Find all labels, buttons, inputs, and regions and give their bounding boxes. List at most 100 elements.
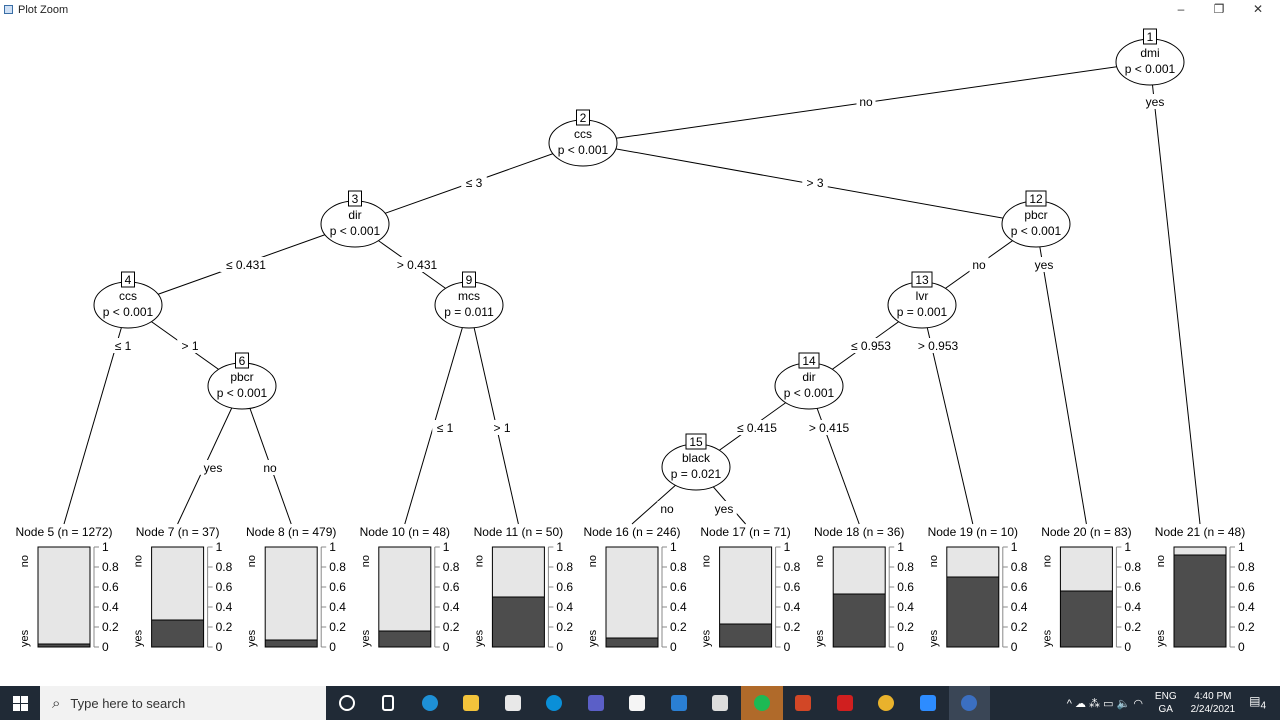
axis-tick-label: 0.8 — [102, 560, 119, 574]
edge-label-bg — [711, 501, 737, 516]
edge-label: > 1 — [493, 421, 510, 435]
axis-tick-label: 0 — [1011, 640, 1018, 654]
axis-tick-label: 0.2 — [443, 620, 460, 634]
edge-label: ≤ 1 — [115, 339, 132, 353]
edge-label: no — [263, 461, 277, 475]
terminal-label: Node 10 (n = 48) — [360, 525, 450, 539]
axis-tick-label: 0 — [670, 640, 677, 654]
axis-tick-label: 0.6 — [1238, 580, 1255, 594]
edge-label-bg — [845, 338, 897, 353]
edge-label-bg — [969, 257, 989, 272]
bar-yes — [38, 644, 90, 647]
bar-yes — [378, 631, 431, 647]
node-id: 4 — [125, 273, 132, 287]
axis-tick-label: 0.8 — [443, 560, 460, 574]
taskbar-app-powerpoint[interactable] — [783, 686, 825, 720]
taskbar-app-r[interactable] — [948, 686, 990, 720]
node-id: 13 — [915, 273, 929, 287]
notifications-button[interactable]: ▤4 — [1249, 694, 1266, 712]
axis-tick-label: 0.6 — [216, 580, 233, 594]
start-button[interactable] — [0, 686, 40, 720]
class-label-yes: yes — [1155, 629, 1167, 647]
search-input[interactable]: ⌕Type here to search — [40, 686, 326, 720]
taskbar-app-teams[interactable] — [575, 686, 617, 720]
mail-icon — [670, 695, 687, 711]
taskbar-app-acrobat[interactable] — [824, 686, 866, 720]
taskbar-app-cortana[interactable] — [326, 686, 368, 720]
bar-yes — [1174, 555, 1226, 647]
bar-frame — [1173, 546, 1227, 648]
tree-edge — [808, 385, 860, 525]
language-lang[interactable]: ENG — [1154, 691, 1177, 702]
axis-tick-label: 0.4 — [329, 600, 346, 614]
terminal-label: Node 18 (n = 36) — [814, 525, 904, 539]
node-p-value: p = 0.011 — [444, 305, 494, 319]
tree-edge — [1035, 223, 1087, 525]
edge-icon — [421, 695, 438, 711]
maximize-button[interactable]: ❐ — [1213, 2, 1225, 16]
bar-yes — [151, 620, 204, 647]
bar-frame — [37, 546, 91, 648]
node-variable: mcs — [458, 289, 480, 303]
edge-label: no — [859, 95, 873, 109]
class-label-yes: yes — [246, 629, 258, 647]
minimize-button[interactable]: – — [1177, 2, 1185, 16]
bar-no — [1174, 547, 1226, 555]
axis-tick-label: 0.8 — [784, 560, 801, 574]
edge-label: ≤ 0.953 — [851, 339, 891, 353]
taskbar-app-file-explorer[interactable] — [451, 686, 493, 720]
axis-tick-label: 0 — [329, 640, 336, 654]
edge-label-bg — [391, 257, 443, 272]
terminal-label: Node 20 (n = 83) — [1041, 525, 1131, 539]
axis-tick-label: 0.2 — [1011, 620, 1028, 634]
terminal-label: Node 16 (n = 246) — [583, 525, 680, 539]
axis-tick-label: 1 — [1011, 540, 1018, 554]
node-id-box — [462, 271, 476, 288]
taskbar-app-skype[interactable] — [534, 686, 576, 720]
node-variable: dir — [348, 208, 361, 222]
taskbar-app-spotify[interactable] — [741, 686, 783, 720]
language-region[interactable]: GA — [1158, 704, 1173, 715]
remote-icon — [712, 695, 729, 711]
taskbar-app-mail[interactable] — [658, 686, 700, 720]
taskbar-app-chrome[interactable] — [866, 686, 908, 720]
taskbar-app-edge[interactable] — [409, 686, 451, 720]
taskbar-app-notepad[interactable] — [617, 686, 659, 720]
axis-tick-label: 0 — [1124, 640, 1131, 654]
axis-tick-label: 1 — [1238, 540, 1245, 554]
axis-tick-label: 1 — [784, 540, 791, 554]
edge-label: ≤ 0.431 — [226, 258, 266, 272]
node-id-box — [121, 271, 135, 288]
class-label-no: no — [360, 555, 372, 567]
axis-tick-label: 1 — [670, 540, 677, 554]
node-p-value: p < 0.001 — [784, 386, 835, 400]
node-id: 1 — [1147, 30, 1154, 44]
close-button[interactable]: ✕ — [1252, 2, 1264, 16]
axis-tick-label: 0 — [216, 640, 223, 654]
edge-label-bg — [803, 420, 855, 435]
bar-frame — [605, 546, 659, 648]
axis-tick-label: 0.6 — [443, 580, 460, 594]
edge-label: no — [660, 502, 674, 516]
node-variable: dir — [802, 370, 815, 384]
taskbar-app-zoom[interactable] — [907, 686, 949, 720]
node-p-value: p < 0.001 — [558, 143, 609, 157]
tray-icons[interactable]: ^ ☁ ⁂ ▭ 🔈 ◠ — [1066, 697, 1143, 710]
edge-label: ≤ 0.415 — [737, 421, 777, 435]
tree-edge — [177, 385, 243, 525]
bar-frame — [1059, 546, 1113, 648]
node-id-box — [235, 352, 249, 369]
taskbar-app-store[interactable] — [492, 686, 534, 720]
taskbar-app-task-view[interactable] — [368, 686, 410, 720]
class-label-no: no — [19, 555, 31, 567]
edge-label-bg — [110, 338, 136, 353]
taskbar-app-remote[interactable] — [700, 686, 742, 720]
